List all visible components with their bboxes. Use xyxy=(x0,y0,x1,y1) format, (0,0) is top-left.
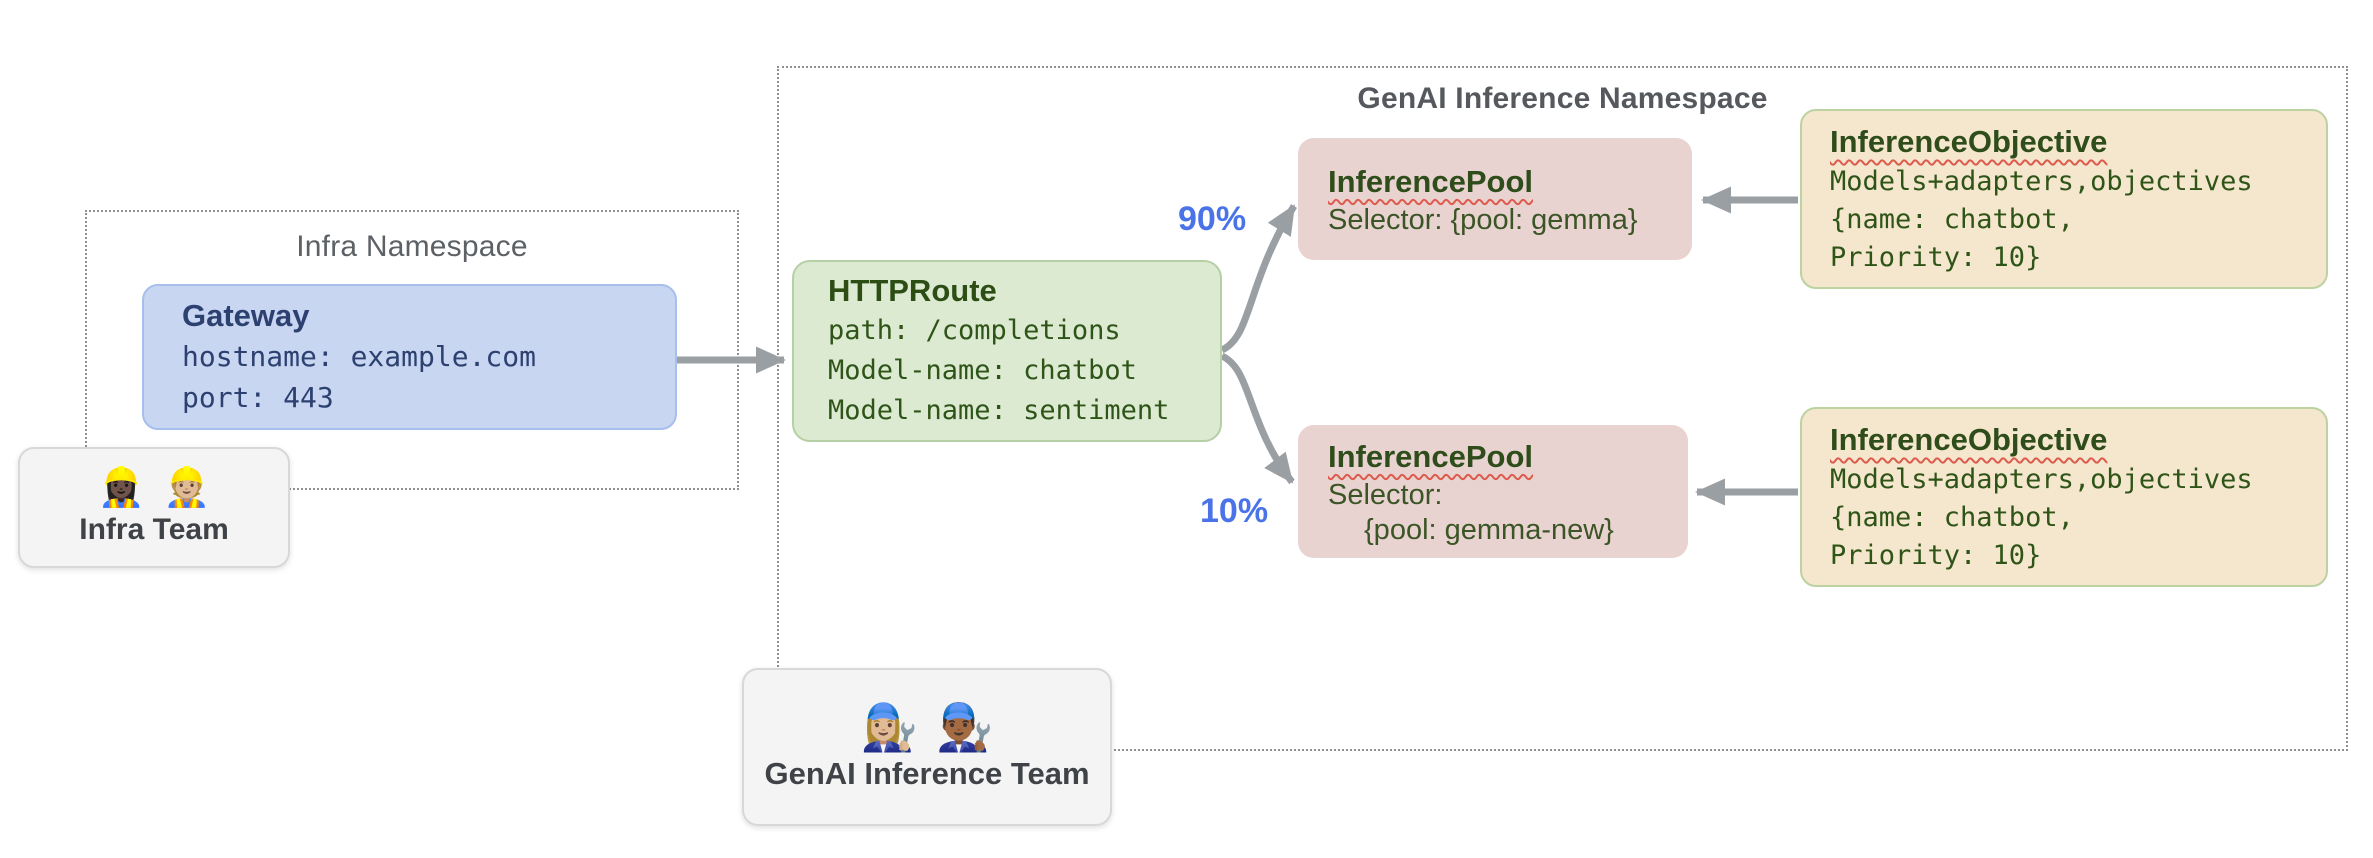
inference-pool-bottom-selector: Selector: xyxy=(1328,478,1443,511)
httproute-model-chatbot: Model-name: chatbot xyxy=(828,355,1137,386)
inference-objective-bottom-node: InferenceObjective Models+adapters,objec… xyxy=(1800,407,2328,587)
gateway-node: Gateway hostname: example.com port: 443 xyxy=(142,284,677,430)
genai-namespace-box: GenAI Inference Namespace xyxy=(777,66,2348,751)
httproute-node: HTTPRoute path: /completions Model-name:… xyxy=(792,260,1222,442)
objective-top-name: {name: chatbot, xyxy=(1830,204,2074,235)
construction-worker-man-emoji: 👷🏼 xyxy=(163,466,211,509)
traffic-split-90-label: 90% xyxy=(1178,200,1247,238)
inference-pool-bottom-node: InferencePool Selector: {pool: gemma-new… xyxy=(1298,425,1688,558)
arrow-httproute-to-pool-top xyxy=(1220,204,1297,354)
arrow-httproute-to-pool-bottom xyxy=(1220,352,1295,485)
objective-bottom-models: Models+adapters,objectives xyxy=(1830,464,2253,495)
traffic-split-10-label: 10% xyxy=(1200,492,1269,530)
objective-bottom-name: {name: chatbot, xyxy=(1830,502,2074,533)
infra-team-card: 👷🏿‍♀️ 👷🏼 Infra Team xyxy=(18,447,290,568)
httproute-model-sentiment: Model-name: sentiment xyxy=(828,395,1170,426)
mechanic-man-emoji: 👨🏾‍🔧 xyxy=(936,700,994,753)
httproute-title: HTTPRoute xyxy=(828,273,997,308)
gateway-title: Gateway xyxy=(182,298,310,333)
gateway-port: port: 443 xyxy=(182,381,334,414)
objective-top-models: Models+adapters,objectives xyxy=(1830,166,2253,197)
infra-namespace-box: Infra Namespace xyxy=(85,210,739,490)
genai-team-label: GenAI Inference Team xyxy=(764,756,1090,792)
inference-pool-top-selector: Selector: {pool: gemma} xyxy=(1328,203,1638,236)
gateway-hostname: hostname: example.com xyxy=(182,340,537,373)
httproute-path: path: /completions xyxy=(828,315,1121,346)
inference-pool-bottom-selector-value: {pool: gemma-new} xyxy=(1364,513,1614,546)
objective-bottom-priority: Priority: 10} xyxy=(1830,540,2042,571)
genai-inference-team-card: 👩🏼‍🔧 👨🏾‍🔧 GenAI Inference Team xyxy=(742,668,1112,826)
infra-namespace-title: Infra Namespace xyxy=(296,230,528,263)
inference-objective-top-title: InferenceObjective xyxy=(1830,124,2108,159)
objective-top-priority: Priority: 10} xyxy=(1830,242,2042,273)
mechanic-woman-emoji: 👩🏼‍🔧 xyxy=(860,700,918,753)
inference-pool-top-node: InferencePool Selector: {pool: gemma} xyxy=(1298,138,1692,260)
construction-worker-woman-emoji: 👷🏿‍♀️ xyxy=(97,466,145,509)
inference-pool-top-title: InferencePool xyxy=(1328,163,1533,199)
inference-pool-bottom-title: InferencePool xyxy=(1328,438,1533,474)
inference-objective-bottom-title: InferenceObjective xyxy=(1830,422,2108,457)
genai-namespace-title: GenAI Inference Namespace xyxy=(1357,82,1768,115)
inference-objective-top-node: InferenceObjective Models+adapters,objec… xyxy=(1800,109,2328,289)
infra-team-label: Infra Team xyxy=(79,513,229,547)
